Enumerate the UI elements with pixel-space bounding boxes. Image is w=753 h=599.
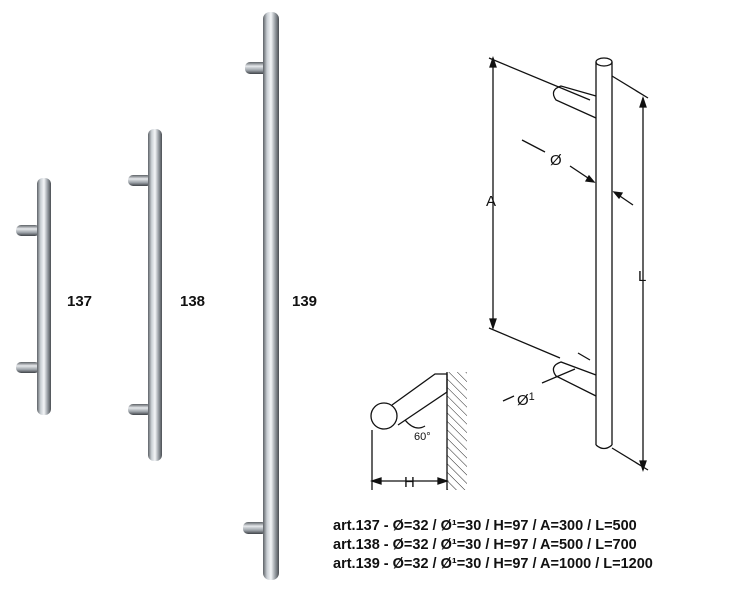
handle-139-label: 139 bbox=[292, 293, 317, 310]
standoff-top-138 bbox=[128, 175, 152, 186]
diameter-label: Ø bbox=[550, 152, 562, 169]
technical-drawing bbox=[369, 55, 649, 490]
diameter1-symbol: Ø bbox=[517, 392, 529, 409]
handle-137-label: 137 bbox=[67, 293, 92, 310]
handle-138 bbox=[128, 129, 162, 461]
handle-138-label: 138 bbox=[180, 293, 205, 310]
dimension-a-label: A bbox=[486, 193, 496, 210]
handle-139 bbox=[243, 12, 279, 580]
diameter1-superscript: 1 bbox=[529, 391, 535, 403]
angle-label: 60° bbox=[414, 431, 431, 443]
standoff-bottom-138 bbox=[128, 404, 152, 415]
handle-137 bbox=[16, 178, 51, 415]
spec-art-139: art.139 - Ø=32 / Ø¹=30 / H=97 / A=1000 /… bbox=[333, 556, 653, 572]
standoff-bottom-139 bbox=[243, 522, 267, 534]
spec-art-138: art.138 - Ø=32 / Ø¹=30 / H=97 / A=500 / … bbox=[333, 537, 637, 553]
bar-138 bbox=[148, 129, 162, 461]
specifications: art.137 - Ø=32 / Ø¹=30 / H=97 / A=300 / … bbox=[333, 517, 748, 574]
spec-art-137: art.137 - Ø=32 / Ø¹=30 / H=97 / A=300 / … bbox=[333, 518, 637, 534]
standoff-top-137 bbox=[16, 225, 40, 236]
bar-137 bbox=[37, 178, 51, 415]
dimension-l-label: L bbox=[638, 268, 646, 285]
diameter1-label: Ø1 bbox=[517, 391, 535, 409]
dimension-h-label: H bbox=[404, 474, 415, 491]
bar-139 bbox=[263, 12, 279, 580]
standoff-bottom-137 bbox=[16, 362, 40, 373]
